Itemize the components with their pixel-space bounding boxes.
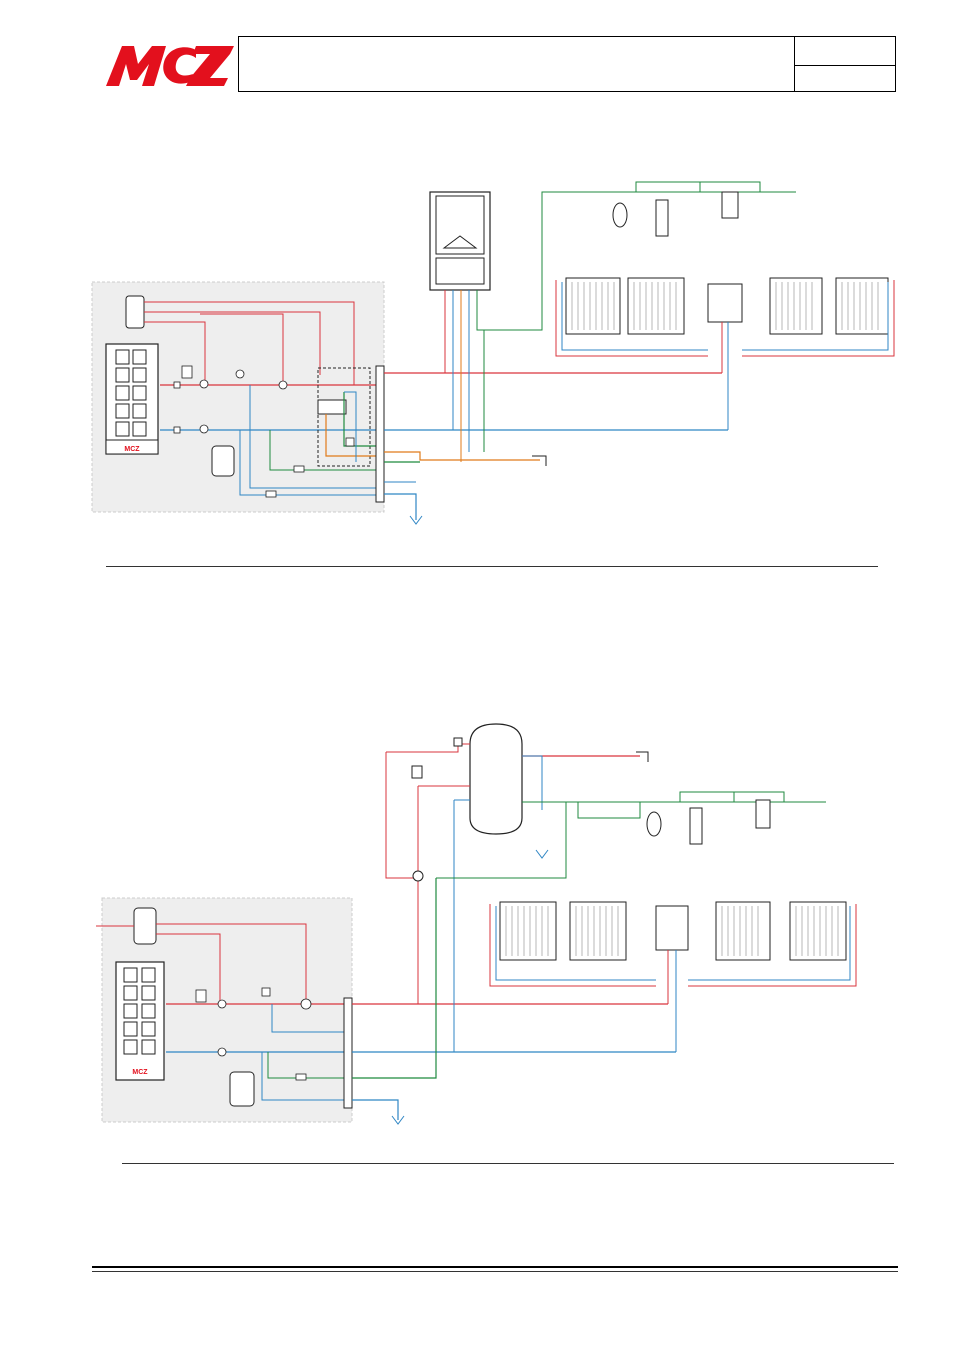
manifold-2	[343, 997, 353, 1109]
stove-body-2	[115, 961, 165, 1081]
softener-1	[655, 199, 669, 237]
softener-2	[689, 807, 703, 845]
separator-rule-1	[106, 566, 878, 567]
hydraulic-diagram-1: MCZ	[91, 181, 895, 525]
stove-glass-grid	[115, 349, 147, 437]
radiator-manifold-2	[655, 905, 689, 951]
expansion-vessel-2	[229, 1071, 255, 1107]
stove-logo-2: MCZ	[132, 1069, 148, 1076]
header-box	[238, 36, 896, 92]
top-tank	[125, 295, 145, 329]
radiators-1	[565, 277, 889, 335]
water-tank-1	[612, 202, 628, 228]
separator-rule-2	[122, 1163, 894, 1164]
header-cell-top	[795, 37, 895, 66]
filter-1	[721, 191, 739, 219]
footer-rule-thin	[92, 1271, 898, 1272]
puffer-tank	[469, 723, 523, 835]
expansion-vessel	[211, 445, 235, 477]
stove-body	[105, 343, 159, 455]
water-tank-2	[646, 811, 662, 837]
hydraulic-diagram-2: MCZ	[96, 723, 857, 1125]
manifold-1	[375, 365, 385, 503]
stove-logo-1: MCZ	[124, 446, 140, 453]
radiator-manifold-1	[707, 283, 743, 323]
header-title	[239, 37, 795, 91]
filter-2	[755, 799, 771, 829]
mcz-logo	[106, 46, 234, 86]
footer-rule-thick	[92, 1266, 898, 1268]
top-tank-2	[133, 907, 157, 945]
